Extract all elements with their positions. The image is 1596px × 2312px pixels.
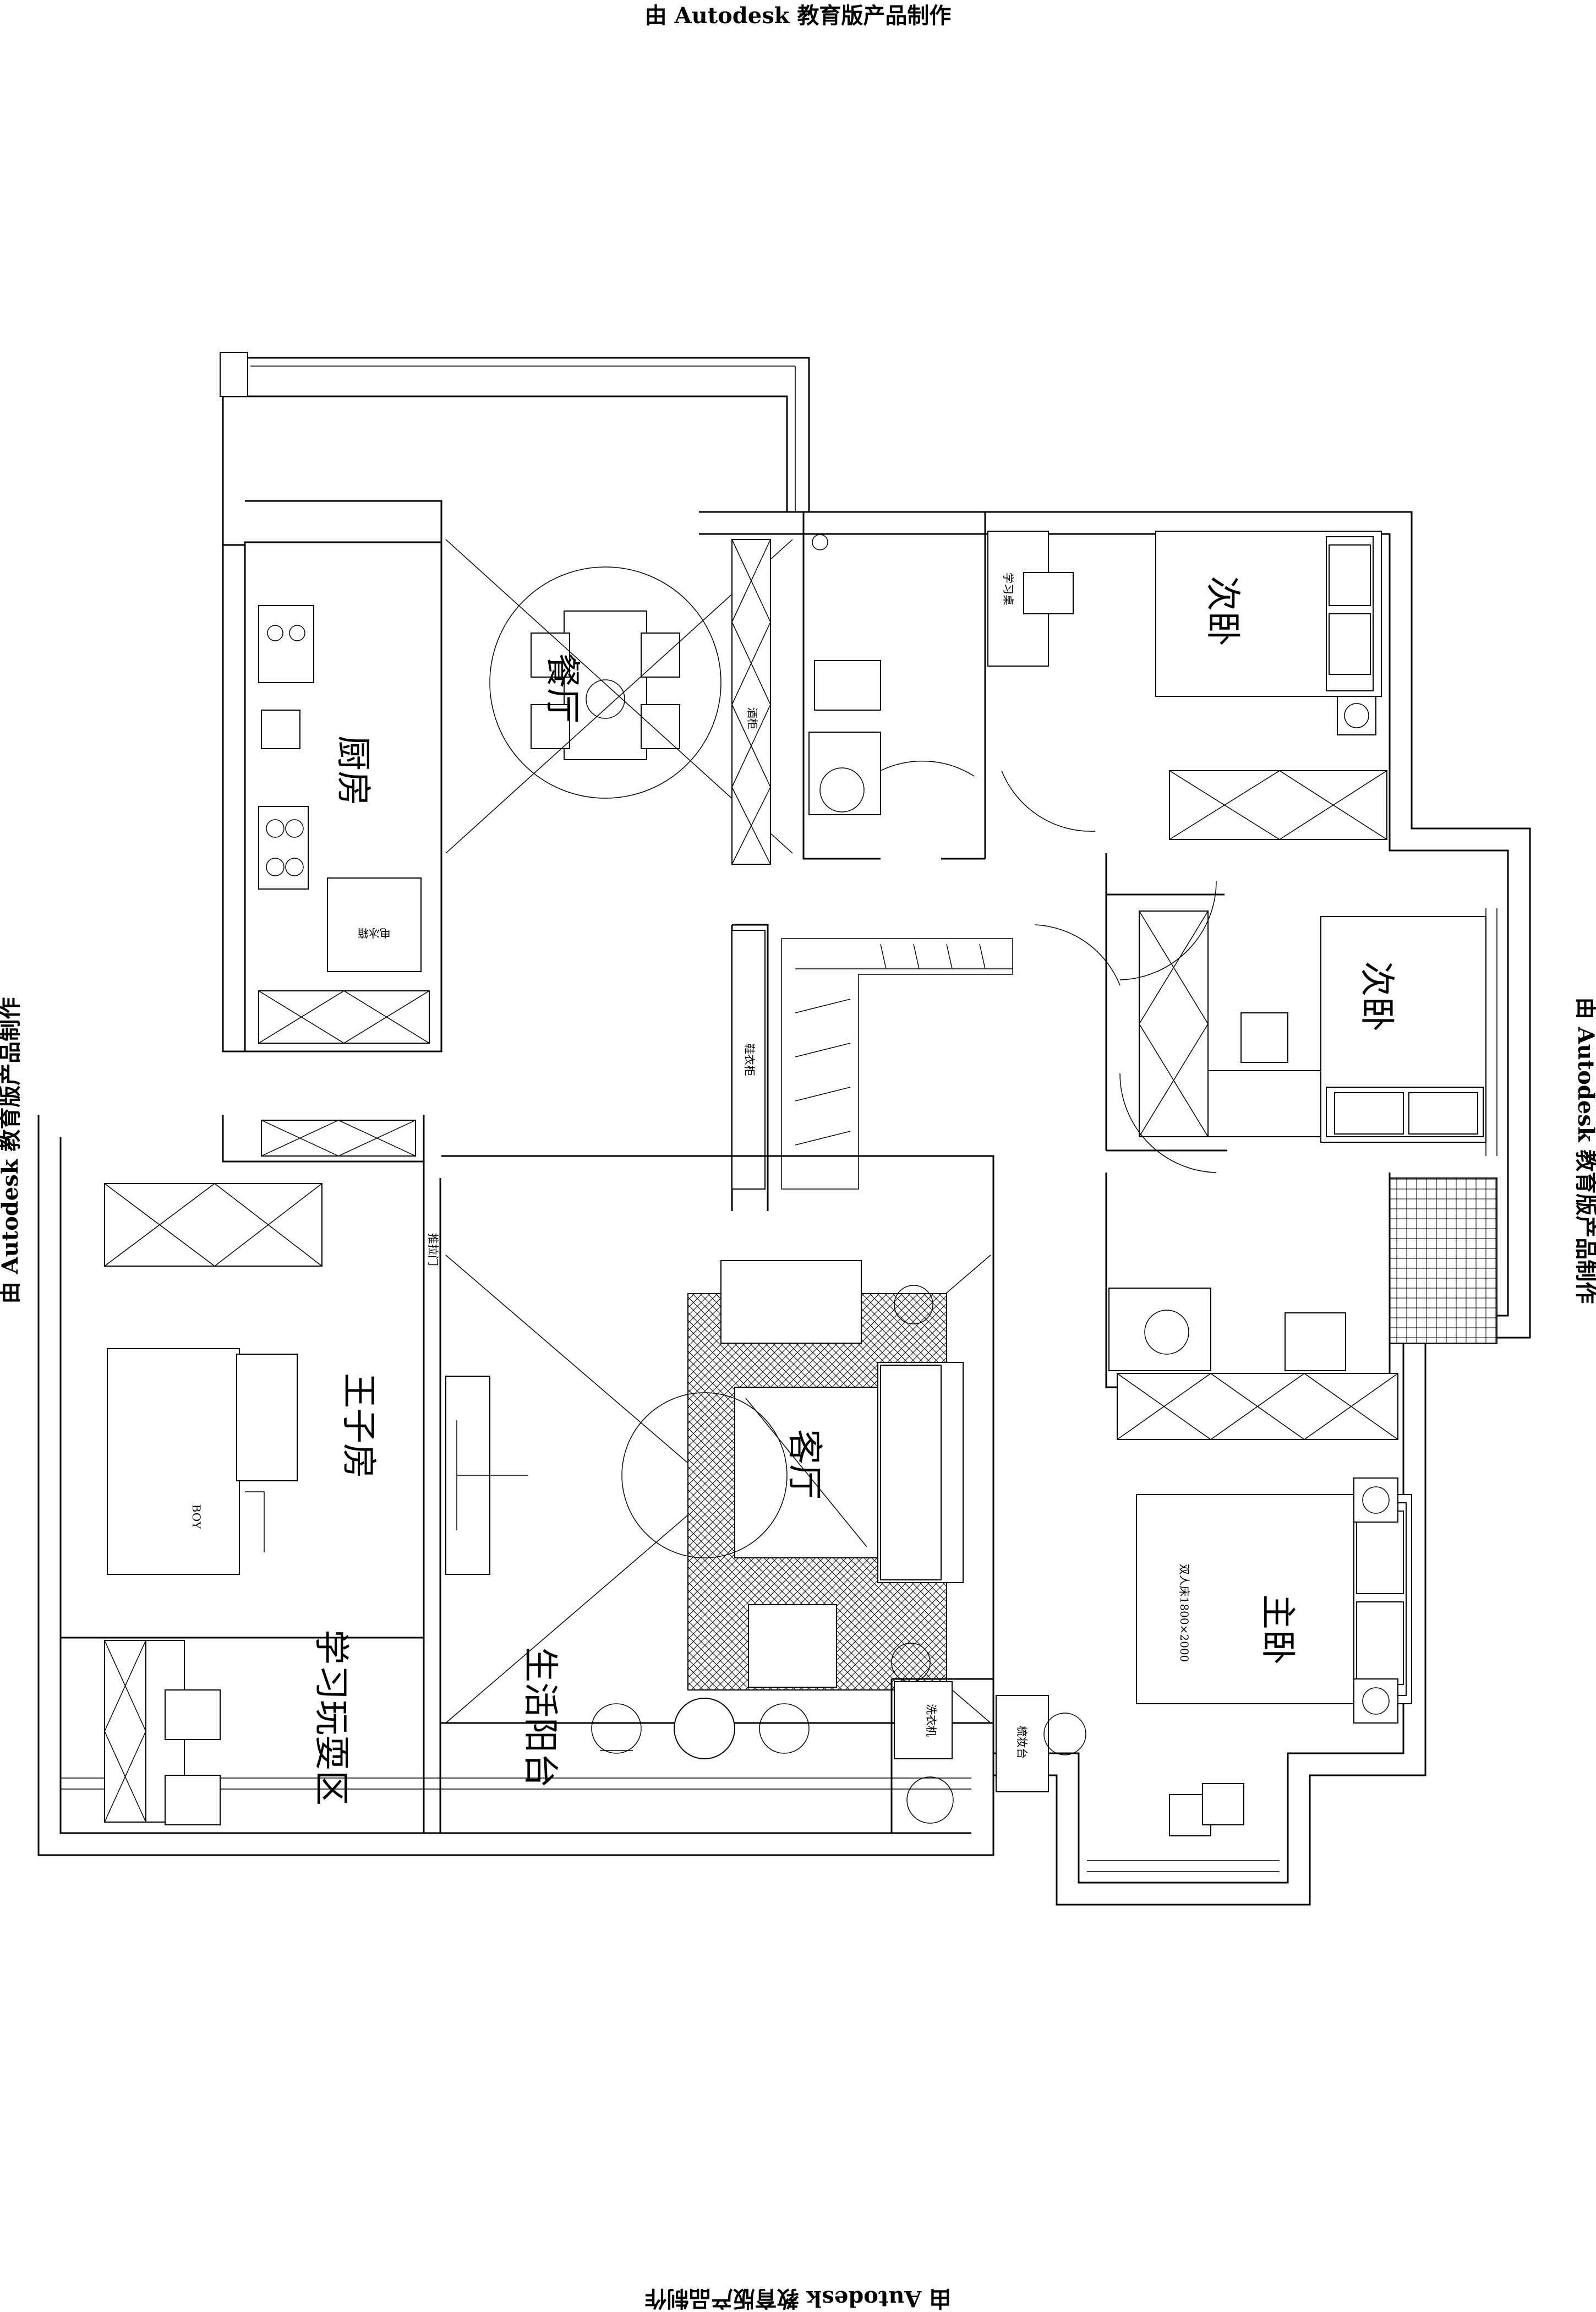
wardrobe [104,1183,323,1267]
study-play-area: 学习玩耍区 [104,1629,351,1825]
master-bedroom: 双人床1800×2000 主卧 梳妆台 [996,1373,1412,1836]
armchair-top [720,1260,862,1344]
round-table [674,1698,735,1759]
watermark-left: 由 Autodesk 教育版产品制作 [0,997,23,1304]
outer-walls [37,352,1531,1906]
room-life-balcony: 生活阳台 [520,1647,560,1788]
bathroom-master [1105,1173,1497,1388]
kitchen-cabinet [258,990,430,1044]
desk-label: 学习桌 [1002,572,1015,606]
dresser [996,1695,1049,1792]
fridge [327,877,422,972]
prince-room: BOY 王子房 推拉门 [61,1115,441,1833]
room-study-play: 学习玩耍区 [310,1629,351,1806]
watermark-top: 由 Autodesk 教育版产品制作 [645,3,952,29]
boy-label: BOY [190,1504,203,1529]
room-second-bedroom-top: 次卧 [1202,576,1243,646]
room-dining: 餐厅 [542,653,582,723]
column [220,352,248,397]
room-prince: 王子房 [338,1373,379,1479]
shoe-cabinet-area: 鞋衣柜 [731,924,1121,1211]
washbasin [1108,1288,1211,1371]
bed-size-label: 双人床1800×2000 [1178,1564,1191,1662]
washbasin [808,732,881,815]
sink [258,605,314,683]
life-balcony: 生活阳台 洗衣机 [440,1647,993,1833]
shower-floor [1389,1177,1497,1344]
washer-label: 洗衣机 [925,1704,938,1737]
wardrobe [1139,910,1209,1137]
wine-cabinet [731,539,771,865]
wardrobe [1169,770,1387,840]
cooktop [258,806,309,890]
bookshelf [104,1640,146,1823]
toilet [814,660,881,711]
shoe-cabinet [731,930,766,1190]
cabinet [261,1120,416,1157]
appliance [261,710,300,749]
sofa-bed [107,1348,240,1575]
washer [894,1681,953,1759]
toilet [1285,1312,1346,1371]
dresser-label: 梳妆台 [1015,1726,1029,1759]
sliding-door-label: 推拉门 [427,1233,440,1266]
armchair-bottom [748,1604,837,1688]
desk [1207,1070,1321,1137]
dining-table [564,610,647,760]
chandelier-icon [586,679,625,719]
kitchen: 电冰箱 厨房 [244,541,442,1053]
room-kitchen: 厨房 [332,735,373,806]
room-living: 客厅 [784,1429,824,1499]
fridge-label: 电冰箱 [358,926,391,940]
dining: 餐厅 酒柜 [445,539,793,865]
living-room: 客厅 [441,1155,994,1724]
room-master-bedroom: 主卧 [1257,1594,1298,1665]
watermark-bottom: 由 Autodesk 教育版产品制作 [645,2286,952,2311]
shoe-cabinet-label: 鞋衣柜 [743,1043,756,1076]
watermark-right: 由 Autodesk 教育版产品制作 [1573,997,1596,1304]
wine-cabinet-label: 酒柜 [746,707,759,729]
room-second-bedroom-mid: 次卧 [1356,961,1397,1032]
second-bedroom-top: 次卧 学习桌 [880,512,1387,860]
second-bedroom-mid: 次卧 [1105,853,1486,1173]
bathroom-top [802,512,881,860]
